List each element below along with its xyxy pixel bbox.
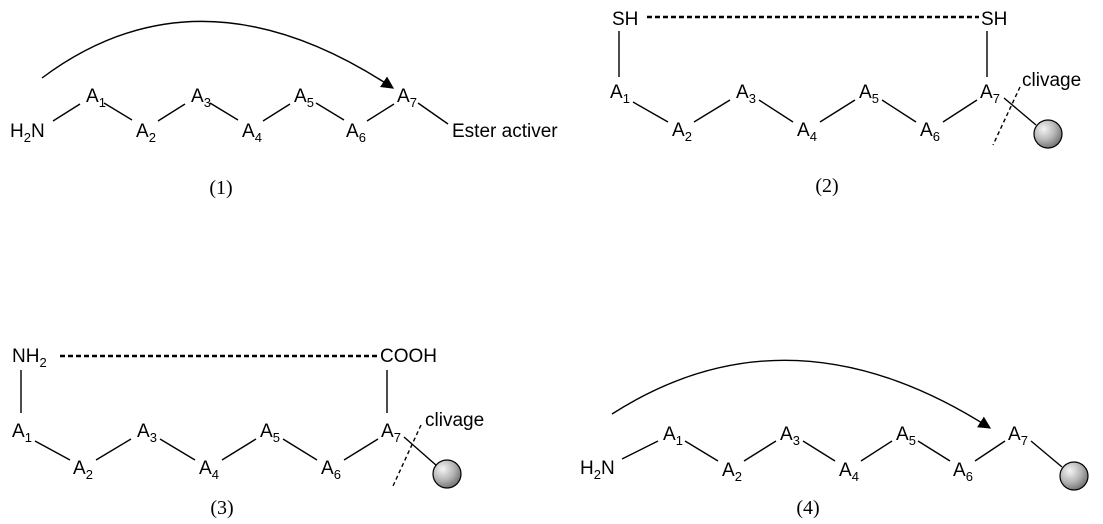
residue-a5: A5 [260, 421, 280, 445]
bond [221, 438, 257, 461]
bond [942, 99, 978, 123]
residue-a6: A6 [321, 458, 341, 482]
panel-1: H2N A1 A2 A3 A4 A5 A6 A7 Ester activer (… [10, 20, 558, 199]
bond [621, 440, 659, 460]
residue-a4: A4 [242, 121, 262, 145]
bond [282, 438, 318, 461]
residue-a3: A3 [780, 424, 800, 448]
bond [95, 438, 132, 461]
bond [157, 103, 186, 122]
bond [974, 440, 1006, 462]
residue-a4: A4 [839, 460, 859, 484]
bond [917, 440, 951, 462]
curved-arrow-icon [41, 20, 395, 89]
bond [743, 440, 777, 462]
residue-a3: A3 [736, 82, 756, 106]
cleavage-mark [992, 86, 1021, 146]
bond [52, 103, 81, 122]
residue-a5: A5 [294, 86, 314, 110]
right-carboxyl: COOH [380, 346, 437, 367]
residue-a2: A2 [73, 458, 93, 482]
bond [860, 440, 893, 462]
panel-caption: (3) [210, 497, 233, 519]
right-thiol: SH [981, 9, 1007, 30]
cleavage-label: clivage [425, 410, 484, 431]
residue-a7: A7 [1008, 424, 1028, 448]
n-terminus: H2N [580, 458, 615, 482]
residue-a4: A4 [797, 120, 817, 144]
residue-a1: A1 [86, 86, 106, 110]
residue-a2: A2 [136, 121, 156, 145]
residue-a1: A1 [663, 424, 683, 448]
bond [209, 102, 239, 121]
residue-a7: A7 [397, 86, 417, 110]
bond [684, 440, 719, 462]
residue-a2: A2 [672, 120, 692, 144]
bond [34, 440, 71, 461]
resin-bead-icon [1033, 119, 1063, 149]
bond [159, 438, 196, 461]
c-terminus-label: Ester activer [452, 121, 558, 142]
bond [366, 103, 395, 122]
bond [881, 99, 917, 123]
panel-3: NH2 COOH A1 A2 A3 A4 A5 A6 A7 clivage (3… [12, 346, 484, 519]
residue-a1: A1 [610, 82, 630, 106]
residue-a6: A6 [953, 460, 973, 484]
resin-linker [403, 436, 438, 467]
resin-bead-icon [432, 459, 462, 489]
n-terminus: H2N [10, 121, 45, 145]
bond [758, 99, 794, 123]
panel-4: H2N A1 A2 A3 A4 A5 A6 A7 (4) [580, 359, 1089, 519]
resin-linker [1003, 97, 1037, 126]
residue-a5: A5 [896, 424, 916, 448]
panel-caption: (1) [209, 177, 232, 199]
residue-a6: A6 [920, 120, 940, 144]
cleavage-label: clivage [1022, 70, 1081, 91]
residue-a5: A5 [859, 82, 879, 106]
left-amine: NH2 [12, 346, 47, 370]
bond [417, 102, 449, 125]
bond [802, 440, 836, 462]
residue-a7: A7 [980, 82, 1000, 106]
bond [693, 99, 731, 123]
residue-a2: A2 [722, 460, 742, 484]
residue-a6: A6 [346, 121, 366, 145]
panel-caption: (2) [815, 175, 838, 197]
bond [819, 99, 856, 123]
bond [632, 101, 669, 123]
panel-2: SH SH A1 A2 A3 A4 A5 A6 A7 clivage (2) [610, 9, 1081, 197]
residue-a3: A3 [191, 86, 211, 110]
curved-arrow-icon [611, 359, 992, 429]
bond [262, 103, 291, 122]
bond [343, 438, 379, 461]
resin-linker [1030, 440, 1063, 468]
residue-a1: A1 [12, 421, 32, 445]
residue-a3: A3 [137, 421, 157, 445]
resin-bead-icon [1059, 461, 1089, 491]
bond [315, 102, 345, 121]
left-thiol: SH [612, 9, 638, 30]
residue-a7: A7 [381, 421, 401, 445]
residue-a4: A4 [199, 458, 219, 482]
panel-caption: (4) [796, 497, 819, 519]
bond [103, 102, 133, 121]
